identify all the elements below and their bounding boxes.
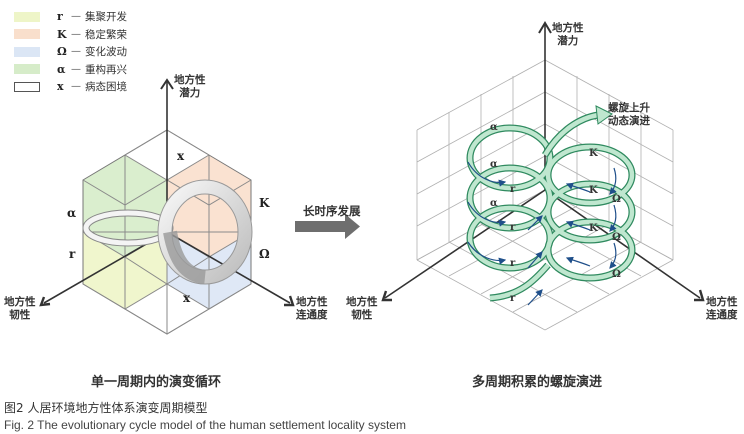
cycle-ribbon: [82, 179, 253, 285]
legend-symbol: x: [57, 80, 64, 94]
legend-dash: —: [71, 11, 81, 23]
right-panel-title: 多周期积累的螺旋演进: [472, 375, 603, 390]
spiral-phase-r-0: r: [510, 293, 516, 304]
legend-label: 稳定繁荣: [85, 28, 127, 41]
figure-caption-cn: 图2 人居环境地方性体系演变周期模型: [4, 401, 208, 415]
spiral-phase-r-2: r: [510, 222, 516, 233]
legend-item-omega: Ω — 变化波动: [14, 43, 127, 61]
label-line: 连通度: [706, 309, 738, 321]
transition-label: 长时序发展: [303, 204, 361, 218]
spiral-phase-r-3: r: [510, 184, 516, 195]
label-line: 潜力: [179, 87, 201, 99]
direction-arrows: [467, 161, 617, 306]
spiral-annotation: 螺旋上升动态演进: [608, 102, 650, 128]
spiral-phase-omega-2: Ω: [612, 232, 621, 243]
legend-dash: —: [71, 28, 81, 40]
legend-dash: —: [71, 46, 81, 58]
right-axis-label-potential: 地方性潜力: [552, 22, 584, 48]
legend-item-r: r — 集聚开发: [14, 8, 127, 26]
label-line: 地方性: [4, 296, 36, 308]
phase-x-bottom: x: [183, 291, 191, 305]
label-line: 地方性: [552, 22, 584, 34]
legend-swatch-k: [14, 29, 40, 40]
label-line: 螺旋上升: [608, 102, 650, 114]
legend-dash: —: [71, 63, 81, 75]
legend-label: 变化波动: [85, 46, 127, 59]
spiral-phase-omega-1: Ω: [612, 269, 621, 280]
spiral-diagram: α α α r r r r K K K Ω Ω Ω: [381, 21, 705, 331]
left-axis-label-potential: 地方性潜力: [174, 74, 206, 100]
right-axis-label-connectivity: 地方性连通度: [706, 296, 738, 322]
left-axis-label-connectivity: 地方性连通度: [296, 296, 328, 322]
spiral-phase-alpha-3: α: [490, 122, 498, 133]
phase-omega: Ω: [259, 247, 270, 261]
label-line: 韧性: [351, 309, 373, 321]
legend: r — 集聚开发 K — 稳定繁荣 Ω — 变化波动 α — 重构再兴 x — …: [14, 8, 127, 96]
legend-label: 集聚开发: [85, 11, 127, 24]
spiral-phase-k-2: K: [589, 185, 598, 196]
label-line: 地方性: [174, 74, 206, 86]
legend-item-alpha: α — 重构再兴: [14, 61, 127, 79]
phase-k: K: [259, 196, 270, 210]
legend-symbol: K: [57, 27, 67, 41]
label-line: 地方性: [296, 296, 328, 308]
spiral-phase-alpha-1: α: [490, 198, 498, 209]
phase-alpha: α: [67, 206, 76, 220]
transition-arrow: [295, 214, 360, 239]
spiral-phase-k-1: K: [589, 223, 598, 234]
legend-item-k: K — 稳定繁荣: [14, 26, 127, 44]
spiral-phase-omega-3: Ω: [612, 194, 621, 205]
right-axis-label-resilience: 地方性韧性: [346, 296, 378, 322]
legend-swatch-alpha: [14, 64, 40, 75]
label-line: 潜力: [557, 35, 579, 47]
spiral-phase-alpha-2: α: [490, 159, 498, 170]
phase-x-top: x: [177, 149, 185, 163]
label-line: 地方性: [346, 296, 378, 308]
spiral-phase-k-3: K: [589, 148, 598, 159]
left-axis-label-resilience: 地方性韧性: [4, 296, 36, 322]
phase-r: r: [69, 247, 76, 261]
legend-label: 病态困境: [85, 81, 127, 94]
legend-dash: —: [71, 81, 81, 93]
legend-symbol: Ω: [57, 45, 67, 59]
legend-symbol: r: [57, 10, 63, 24]
spiral-ribbon: [466, 105, 636, 302]
legend-symbol: α: [57, 62, 66, 76]
label-line: 连通度: [296, 309, 328, 321]
legend-swatch-r: [14, 11, 40, 22]
hexagon-cycle-diagram: x x α r K Ω: [39, 78, 295, 335]
spiral-phase-r-1: r: [510, 258, 516, 269]
figure-caption-en: Fig. 2 The evolutionary cycle model of t…: [4, 418, 406, 432]
label-line: 地方性: [706, 296, 738, 308]
label-line: 韧性: [9, 309, 31, 321]
legend-item-x: x — 病态困境: [14, 78, 127, 96]
left-panel-title: 单一周期内的演变循环: [91, 375, 222, 390]
legend-swatch-x: [14, 81, 40, 92]
legend-swatch-omega: [14, 46, 40, 57]
legend-label: 重构再兴: [85, 63, 127, 76]
label-line: 动态演进: [608, 115, 650, 127]
